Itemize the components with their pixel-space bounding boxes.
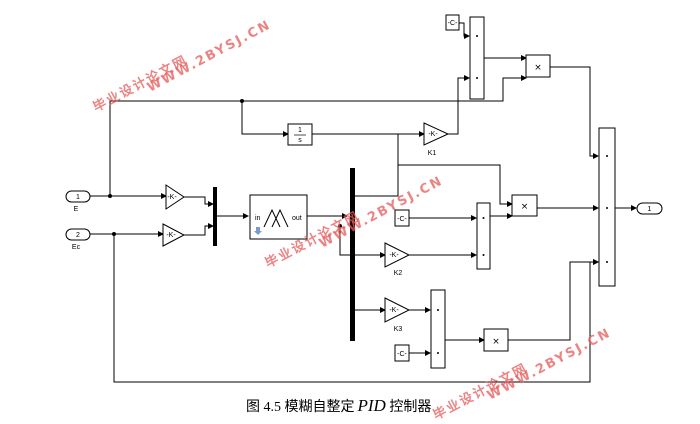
svg-text:1: 1 xyxy=(648,206,652,213)
watermark-url-1: WWW.2BYSJ.CN xyxy=(145,17,274,95)
svg-text:in: in xyxy=(255,215,261,222)
constant-block-2[interactable]: -C- xyxy=(394,209,410,227)
junction-dot xyxy=(338,224,342,228)
svg-text:E: E xyxy=(74,206,79,213)
svg-text:-K-: -K- xyxy=(167,194,177,201)
svg-text:out: out xyxy=(292,215,302,222)
fuzzy-membership-icon xyxy=(263,208,289,228)
svg-text:1: 1 xyxy=(298,127,302,134)
watermark-url-2: WWW.2BYSJ.CN xyxy=(317,173,446,251)
svg-text:×: × xyxy=(492,337,500,347)
svg-text:1: 1 xyxy=(76,194,80,201)
junction-dot xyxy=(240,99,244,103)
product-block-3[interactable]: × xyxy=(483,328,509,352)
product-block-1[interactable]: × xyxy=(525,54,551,78)
mux-block-2[interactable] xyxy=(476,202,491,270)
svg-text:s: s xyxy=(298,137,302,144)
svg-text:×: × xyxy=(534,63,542,73)
product-block-2[interactable]: × xyxy=(511,194,538,217)
gain-block-ec[interactable]: -K- xyxy=(162,223,186,247)
signal-wires xyxy=(90,22,637,383)
svg-text:K2: K2 xyxy=(394,270,403,277)
gain-k3[interactable]: -K- K3 xyxy=(384,297,411,333)
inport-e[interactable]: 1 E xyxy=(65,190,91,213)
svg-text:Ec: Ec xyxy=(72,244,81,251)
svg-text:-C-: -C- xyxy=(397,216,407,223)
fuzzy-logic-controller[interactable]: in out xyxy=(249,194,308,240)
mask-arrow-icon xyxy=(254,227,262,235)
mux-output[interactable] xyxy=(598,127,616,287)
mux-block-1[interactable] xyxy=(469,16,485,100)
junction-dot xyxy=(108,194,112,198)
svg-text:-K-: -K- xyxy=(166,232,176,239)
gain-block-e[interactable]: -K- xyxy=(165,184,185,210)
svg-text:-K-: -K- xyxy=(389,252,399,259)
svg-text:-C-: -C- xyxy=(448,20,458,27)
gain-k2[interactable]: -K- K2 xyxy=(384,242,411,277)
inport-ec[interactable]: 2 Ec xyxy=(65,228,91,251)
svg-text:×: × xyxy=(521,202,529,212)
junction-dot xyxy=(112,232,116,236)
svg-text:2: 2 xyxy=(76,232,80,239)
gain-k1[interactable]: -K- K1 xyxy=(423,122,450,157)
watermark-cn-1: 毕业设计论文网 xyxy=(90,52,190,115)
svg-text:-K-: -K- xyxy=(428,131,438,138)
svg-text:K3: K3 xyxy=(394,326,403,333)
constant-block-3[interactable]: -C- xyxy=(394,344,410,362)
mux-block-3[interactable] xyxy=(430,289,446,369)
svg-text:-K-: -K- xyxy=(389,307,399,314)
svg-text:-C-: -C- xyxy=(397,351,407,358)
integrator-block[interactable]: 1 s xyxy=(287,123,313,146)
demux-bar[interactable] xyxy=(350,168,355,341)
constant-block-1[interactable]: -C- xyxy=(445,14,460,31)
mux-input-bar[interactable] xyxy=(213,187,217,246)
outport-1[interactable]: 1 xyxy=(636,202,663,215)
watermark-overlay: 毕业设计论文网 WWW.2BYSJ.CN 毕业设计论文网 WWW.2BYSJ.C… xyxy=(90,17,613,423)
svg-text:K1: K1 xyxy=(428,150,437,157)
watermark-cn-3: 毕业设计论文网 xyxy=(430,360,530,423)
